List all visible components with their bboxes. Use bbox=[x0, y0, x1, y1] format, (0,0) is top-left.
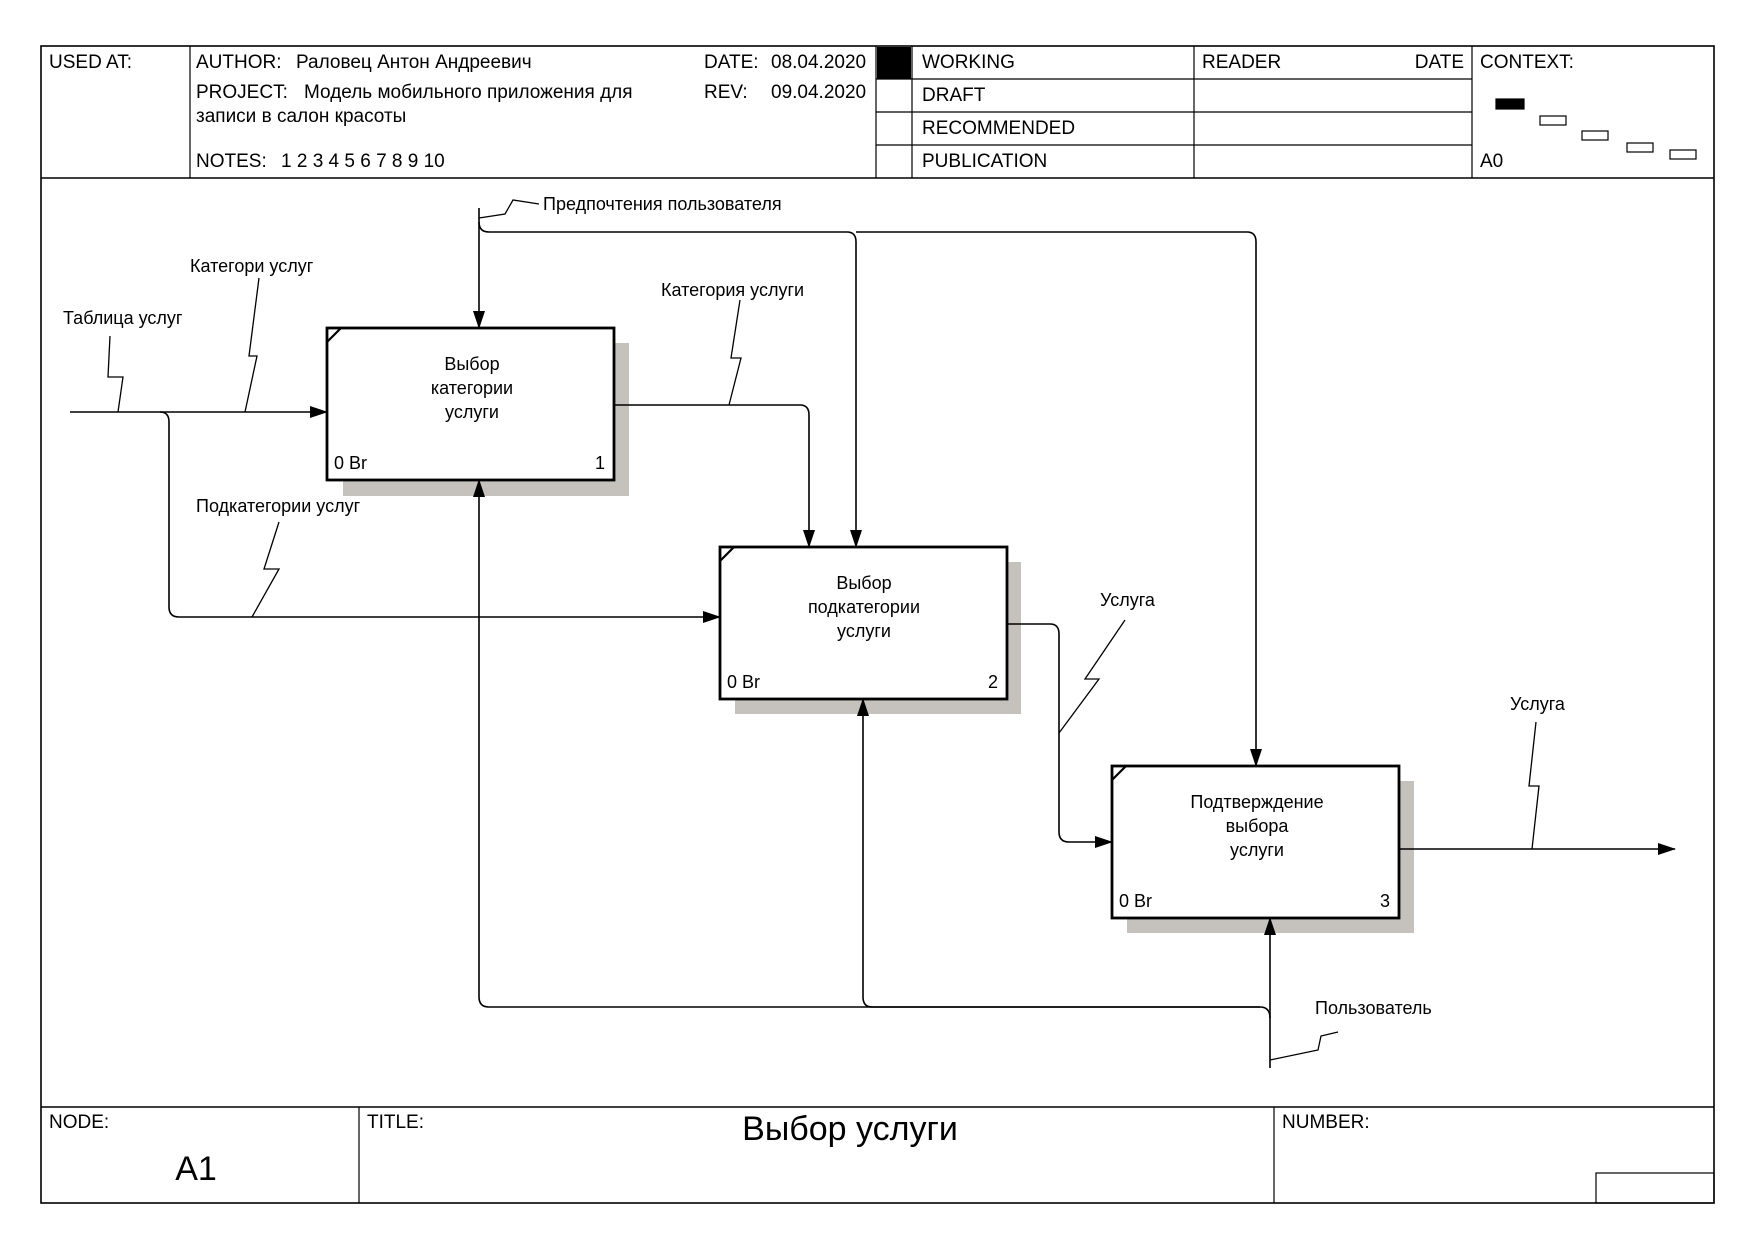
context-label: CONTEXT: bbox=[1480, 52, 1574, 73]
reader-label: READER bbox=[1202, 52, 1281, 73]
arrow-category-box1-to-box2[interactable] bbox=[614, 404, 815, 548]
node-label: NODE: bbox=[49, 1112, 109, 1133]
box-3-cost: 0 Br bbox=[1119, 891, 1152, 911]
arrow-preferences-to-box2[interactable] bbox=[478, 221, 862, 548]
box-1-label-line1: Выбор bbox=[444, 354, 499, 374]
squiggle-service-table bbox=[107, 335, 124, 413]
author-label: AUTHOR: bbox=[196, 52, 282, 73]
header-block: USED AT: AUTHOR: Раловец Антон Андреевич… bbox=[41, 46, 1714, 179]
squiggle-preferences bbox=[478, 199, 540, 219]
project-value-line2: записи в салон красоты bbox=[196, 106, 406, 127]
notes-numbers: 1 2 3 4 5 6 7 8 9 10 bbox=[281, 151, 445, 172]
label-categories: Категори услуг bbox=[190, 256, 314, 276]
project-label: PROJECT: bbox=[196, 82, 288, 103]
squiggle-service-mid bbox=[1058, 619, 1126, 734]
box-1-cost: 0 Br bbox=[334, 453, 367, 473]
box-1-label-line2: категории bbox=[431, 378, 513, 398]
working-status-marker bbox=[877, 47, 911, 79]
rev-value: 09.04.2020 bbox=[771, 82, 866, 103]
box-2-label-line3: услуги bbox=[837, 621, 891, 641]
box-3-number: 3 bbox=[1380, 891, 1390, 911]
box-3-label-line3: услуги bbox=[1230, 840, 1284, 860]
box-frame bbox=[1110, 764, 1401, 920]
node-value: A1 bbox=[175, 1150, 217, 1188]
reader-date-label: DATE bbox=[1415, 52, 1464, 73]
box-2-label-line2: подкатегории bbox=[808, 597, 920, 617]
box-2-label-line1: Выбор bbox=[836, 573, 891, 593]
project-value-line1: Модель мобильного приложения для bbox=[304, 82, 633, 103]
squiggle-user bbox=[1269, 1031, 1339, 1061]
title-label: TITLE: bbox=[367, 1112, 424, 1133]
date-label: DATE: bbox=[704, 52, 759, 73]
box-1-label-line3: услуги bbox=[445, 402, 499, 422]
box-3-label-line2: выбора bbox=[1226, 816, 1290, 836]
context-map-icon bbox=[1495, 98, 1697, 160]
box-3-label-line1: Подтверждение bbox=[1190, 792, 1323, 812]
label-user: Пользователь bbox=[1315, 998, 1432, 1018]
status-publication: PUBLICATION bbox=[922, 151, 1047, 172]
label-service-out: Услуга bbox=[1510, 694, 1566, 714]
diagram-title: Выбор услуги bbox=[742, 1110, 958, 1148]
activity-box-3[interactable]: Подтверждение выбора услуги 0 Br 3 bbox=[1110, 764, 1414, 933]
box-corner-tick bbox=[719, 546, 735, 562]
squiggle-categories bbox=[244, 277, 260, 413]
label-category: Категория услуги bbox=[661, 280, 804, 300]
status-recommended: RECOMMENDED bbox=[922, 118, 1075, 139]
status-working: WORKING bbox=[922, 52, 1015, 73]
box-corner-tick bbox=[1111, 765, 1127, 781]
squiggle-category bbox=[728, 299, 742, 406]
footer-block: NODE: A1 TITLE: Выбор услуги NUMBER: bbox=[41, 1106, 1715, 1204]
arrow-preferences-to-box3[interactable] bbox=[856, 231, 1262, 767]
page-frame bbox=[40, 45, 1715, 1204]
arrow-user-to-box1[interactable] bbox=[473, 479, 1271, 1019]
activity-box-2[interactable]: Выбор подкатегории услуги 0 Br 2 bbox=[718, 545, 1021, 714]
status-draft: DRAFT bbox=[922, 85, 986, 106]
box-frame bbox=[325, 326, 616, 482]
author-value: Раловец Антон Андреевич bbox=[296, 52, 532, 73]
box-2-number: 2 bbox=[988, 672, 998, 692]
label-service-mid: Услуга bbox=[1100, 590, 1156, 610]
box-corner-tick bbox=[326, 327, 342, 343]
label-subcategories: Подкатегории услуг bbox=[196, 496, 361, 516]
box-1-number: 1 bbox=[595, 453, 605, 473]
context-node: A0 bbox=[1480, 151, 1503, 172]
box-2-cost: 0 Br bbox=[727, 672, 760, 692]
label-preferences: Предпочтения пользователя bbox=[543, 194, 782, 214]
rev-label: REV: bbox=[704, 82, 748, 103]
squiggle-subcategories bbox=[251, 521, 281, 618]
notes-label: NOTES: bbox=[196, 151, 267, 172]
squiggle-service-out bbox=[1528, 721, 1540, 850]
label-service-table: Таблица услуг bbox=[63, 308, 183, 328]
number-label: NUMBER: bbox=[1282, 1112, 1370, 1133]
used-at-label: USED AT: bbox=[49, 52, 132, 73]
activity-box-1[interactable]: Выбор категории услуги 0 Br 1 bbox=[325, 326, 629, 496]
arrow-subcategories-to-box2[interactable] bbox=[159, 411, 721, 623]
label-connectors bbox=[107, 199, 1540, 1061]
date-value: 08.04.2020 bbox=[771, 52, 866, 73]
